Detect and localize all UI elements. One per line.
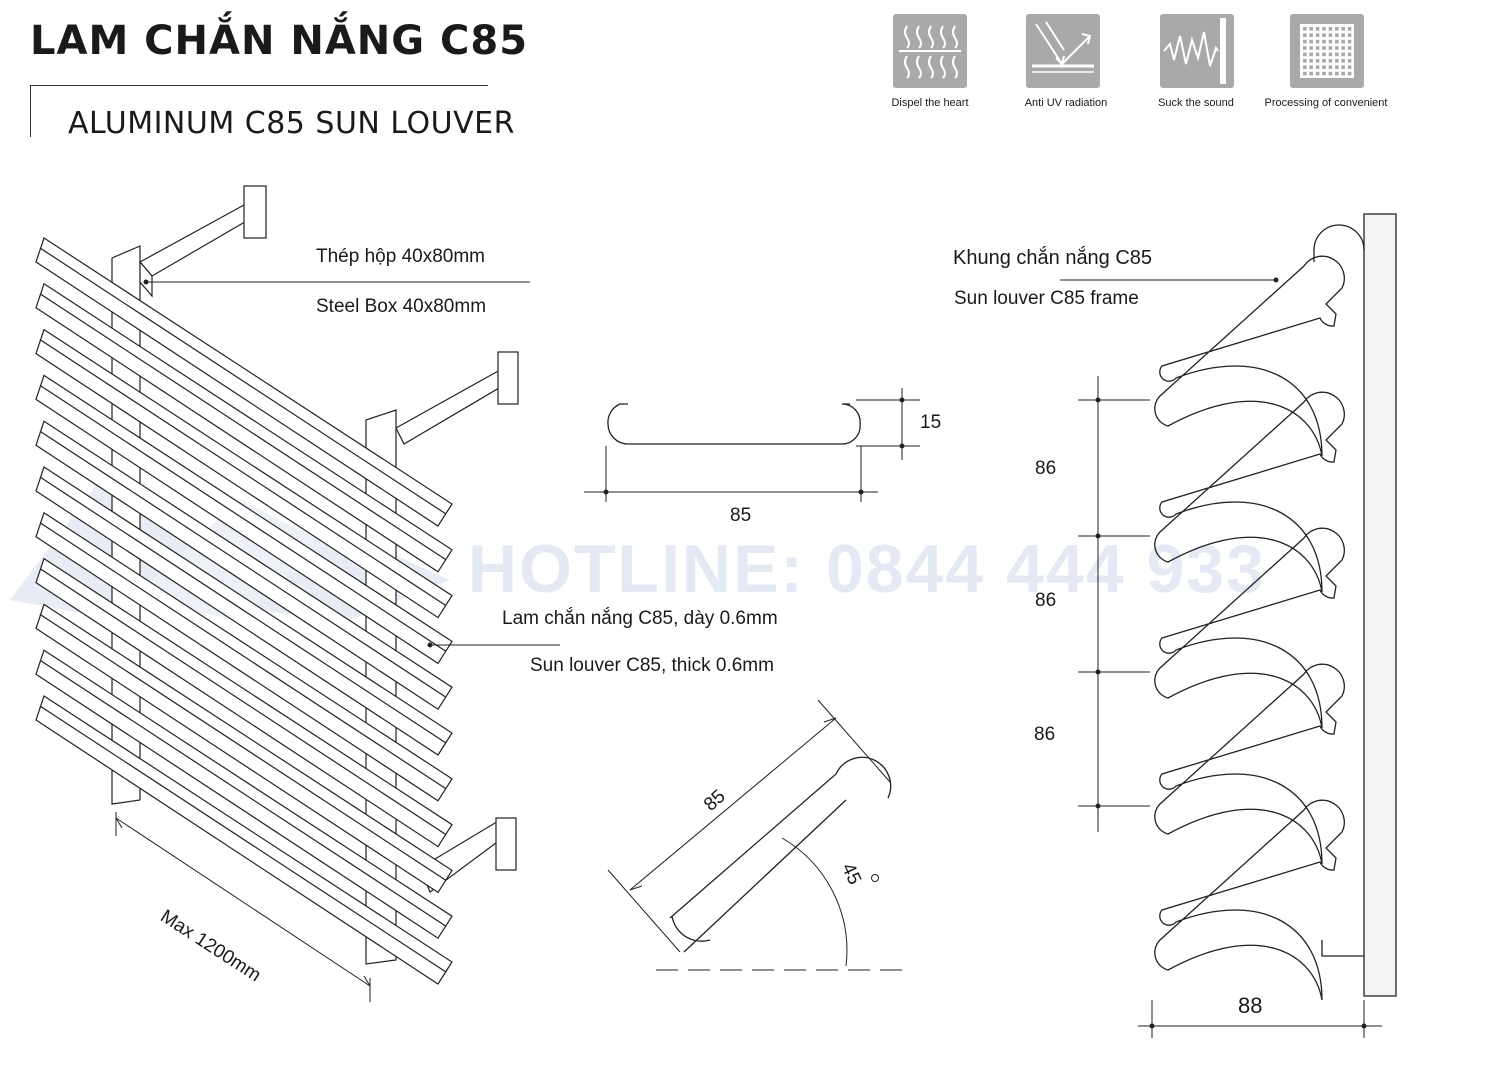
louver-slat-edge [39,339,447,607]
frame-profile-hook [1154,391,1345,593]
louver-label-vi: Lam chắn nắng C85, dày 0.6mm [502,608,778,629]
angled-section-drawing [607,699,910,971]
profile-width-dimension: 85 [730,505,752,526]
feature-grid [1290,14,1364,93]
frame-profile-hook [1154,799,1345,1001]
hotline-watermark: HOTLINE: 0844 444 933 [468,531,1266,607]
louver-slat-edge [39,476,447,744]
subtitle-bracket [30,85,31,137]
louver-slat-edge [39,293,447,561]
frame-pitch-3: 86 [1034,724,1056,745]
frame-label-vi: Khung chắn nắng C85 [953,247,1153,269]
sound-absorb-icon [1160,14,1234,88]
louver-slat-edge [39,384,447,652]
steel-box-label-en: Steel Box 40x80mm [316,296,487,317]
feature-label-sound: Suck the sound [1158,97,1234,109]
louver-slat-edge [39,430,447,698]
louver-slat-edge [39,659,447,927]
profile-section-drawing [584,388,920,502]
frame-bottom-cap [1321,940,1364,957]
heat-dispel-icon [893,14,967,88]
feature-sound [1160,14,1234,93]
degree-symbol [871,874,879,882]
page-title: LAM CHẮN NẮNG C85 [30,18,529,64]
louver-slat-edge [39,705,447,973]
frame-profile-hook [1154,255,1345,457]
frame-profile-hook [1154,527,1345,729]
feature-uv [1026,14,1100,93]
frame-depth-dimension: 88 [1238,993,1263,1018]
feature-heat [893,14,967,93]
anti-uv-icon [1026,14,1100,88]
louver-slat-edge [39,568,447,836]
frame-pitch-1: 86 [1035,458,1057,479]
louver-assembly-drawing [35,185,560,1002]
feature-label-uv: Anti UV radiation [1024,97,1108,109]
grid-processing-icon [1290,14,1364,88]
frame-label-en: Sun louver C85 frame [954,288,1139,309]
louver-slat-edge [39,613,447,881]
feature-label-heat: Dispel the heart [891,97,969,109]
profile-height-dimension: 15 [920,412,942,433]
louver-slat-edge [39,247,447,515]
frame-pitch-2: 86 [1035,590,1057,611]
frame-profile-hook [1154,663,1345,865]
frame-top-cap [1313,224,1365,262]
feature-label-grid: Processing of convenient [1264,97,1388,109]
louver-label-en: Sun louver C85, thick 0.6mm [530,655,774,676]
louver-slat-edge [39,522,447,790]
page-subtitle: ALUMINUM C85 SUN LOUVER [68,106,515,141]
frame-drawing [1060,213,1397,1038]
steel-box-label-vi: Thép hộp 40x80mm [316,246,485,267]
title-divider [30,85,488,86]
